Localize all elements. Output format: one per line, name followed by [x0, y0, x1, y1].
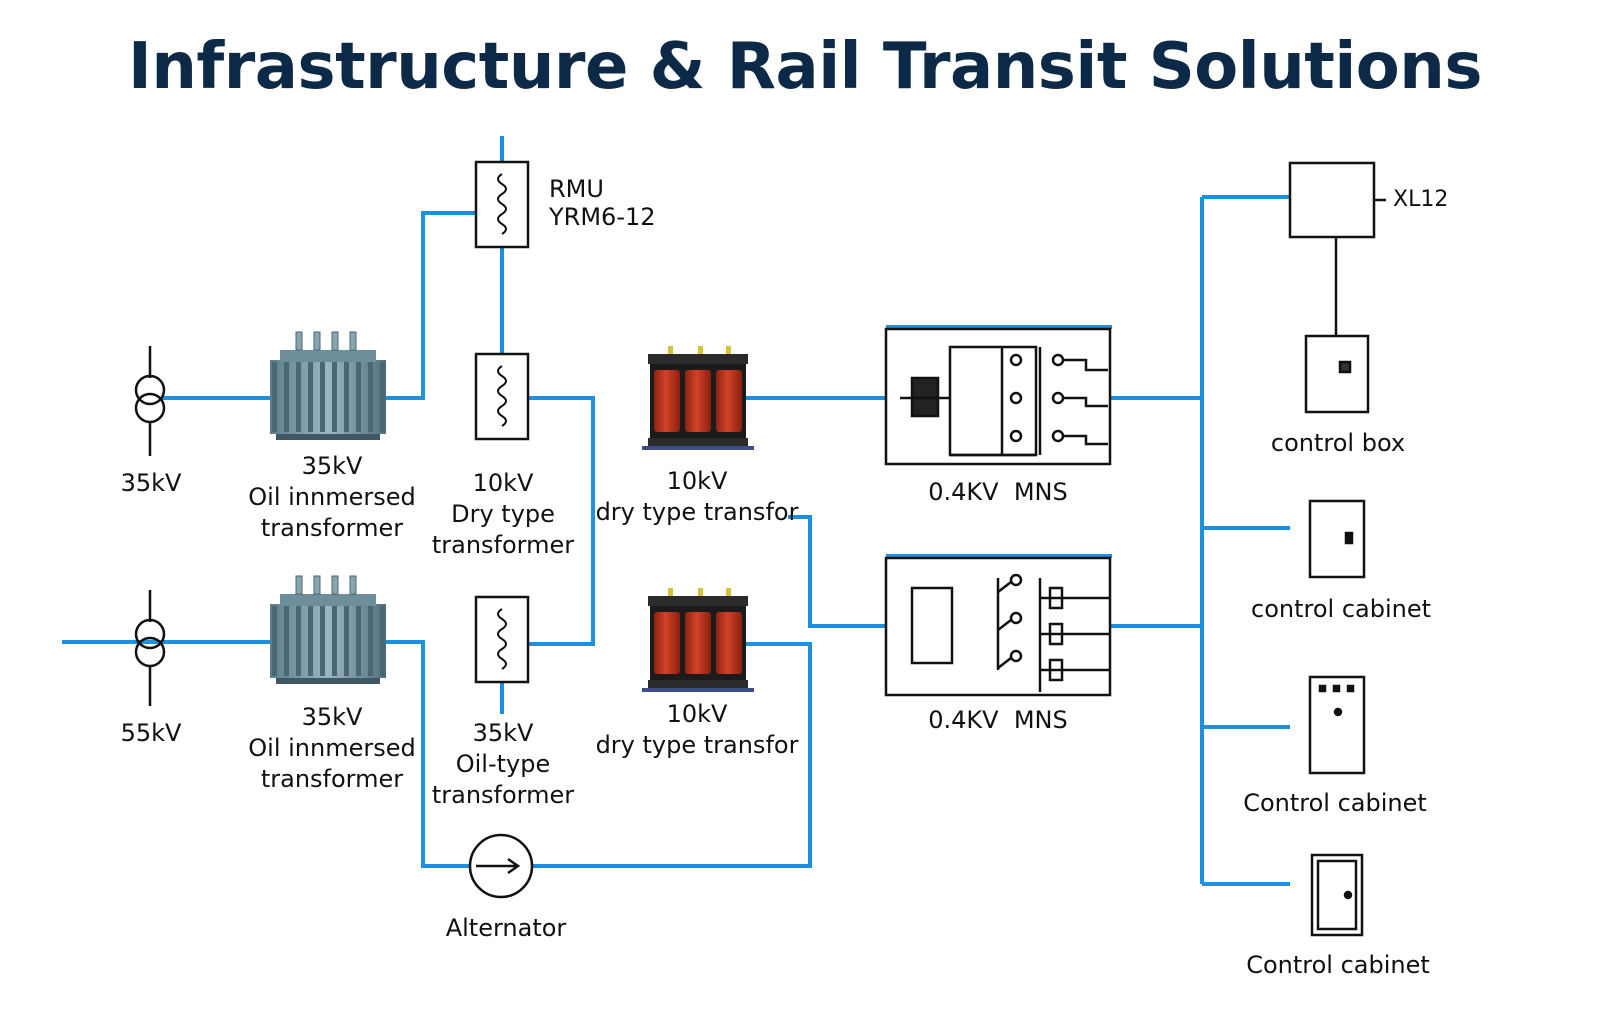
xl12-box [1288, 161, 1386, 336]
dry-transformer-bottom-label: 10kV dry type transfor [595, 700, 799, 759]
source-bottom-label: 55kV [120, 719, 182, 747]
wire-oil-bottom-to-alt [386, 640, 470, 868]
oil-transformer-bottom-label: 35kV Oil innmersed transformer [248, 703, 416, 793]
mns-bottom-label: 0.4KV MNS [928, 706, 1068, 734]
dry-transformer-top-icon [642, 346, 754, 450]
wiring [62, 136, 1290, 886]
xl12-label: XL12 [1393, 187, 1449, 212]
mns-top-label: 0.4KV MNS [928, 478, 1068, 506]
dry-type-transformer-label: 10kV Dry type transformer [431, 469, 575, 559]
control-cabinet-1-label: control cabinet [1250, 595, 1432, 623]
control-cabinet-2-icon [1308, 675, 1366, 775]
wire-dry-to-oil-type [528, 396, 595, 646]
wire-oil-top-to-rmu [386, 211, 476, 400]
page-title: Infrastructure & Rail Transit Solutions [128, 30, 1482, 104]
oil-type-transformer-label: 35kV Oil-type transformer [431, 719, 575, 809]
dry-type-transformer-symbol [474, 352, 530, 441]
source-symbol-bottom [134, 590, 166, 706]
control-cabinet-1-icon [1308, 499, 1366, 579]
control-box-icon [1304, 334, 1370, 414]
rmu-label: RMU YRM6-12 [549, 175, 656, 231]
oil-transformer-top-icon [269, 331, 387, 441]
rmu-symbol [474, 160, 530, 249]
oil-transformer-bottom-icon [269, 575, 387, 685]
control-cabinet-3-icon [1310, 853, 1364, 937]
wire-alt-to-drytx [532, 642, 812, 868]
source-top-label: 35kV [120, 469, 182, 497]
control-box-label: control box [1270, 429, 1406, 457]
mns-switchgear-bottom [884, 556, 1112, 697]
source-symbol-top [134, 346, 166, 456]
alternator-symbol [468, 833, 534, 899]
dry-transformer-bottom-icon [642, 588, 754, 692]
wire-drytx-to-mns-bottom [788, 515, 886, 628]
control-cabinet-2-label: Control cabinet [1243, 789, 1427, 817]
control-cabinet-3-label: Control cabinet [1246, 951, 1430, 979]
alternator-label: Alternator [445, 914, 567, 942]
oil-type-transformer-symbol [474, 595, 530, 684]
oil-transformer-top-label: 35kV Oil innmersed transformer [248, 452, 416, 542]
dry-transformer-top-label: 10kV dry type transfor [595, 467, 799, 526]
mns-switchgear-top [884, 327, 1112, 466]
